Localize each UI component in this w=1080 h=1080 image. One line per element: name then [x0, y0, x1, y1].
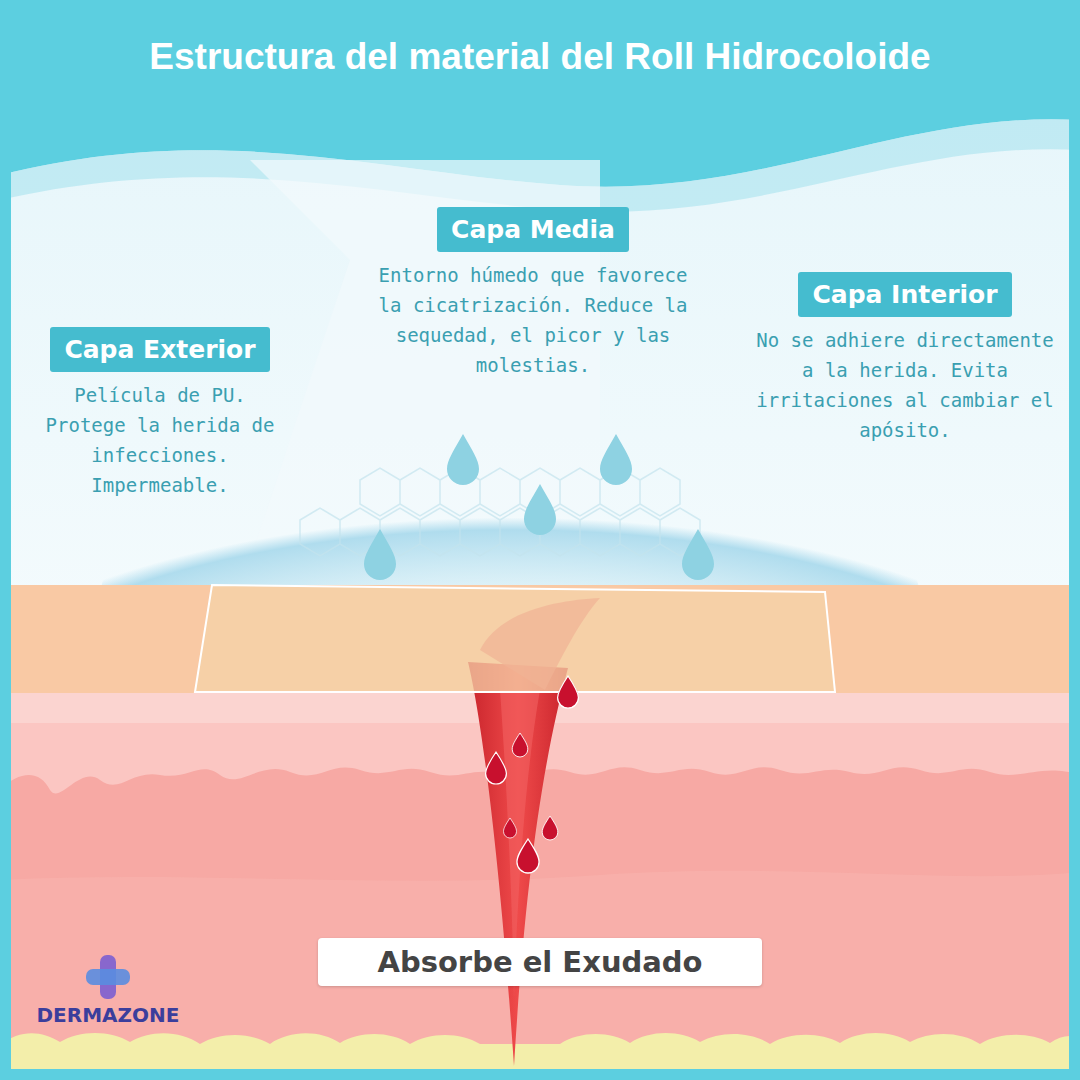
epidermis	[0, 585, 1080, 693]
layer-callout: Capa ExteriorPelícula de PU. Protege la …	[35, 327, 285, 500]
layer-heading: Capa Interior	[798, 272, 1011, 317]
layer-description: Entorno húmedo que favorece la cicatriza…	[368, 260, 698, 380]
layer-callout: Capa MediaEntorno húmedo que favorece la…	[368, 207, 698, 380]
layer-callout: Capa Interior No se adhiere directamente …	[750, 272, 1060, 445]
title: Estructura del material del Roll Hidroco…	[0, 36, 1080, 78]
hydrocolloid-dressing	[195, 585, 835, 692]
layer-description: Película de PU. Protege la herida de inf…	[35, 380, 285, 500]
logo-cross	[86, 955, 130, 999]
dermis	[0, 767, 1080, 1080]
moisture-drops	[364, 434, 714, 580]
box-label: Absorbe el Exudado	[377, 945, 702, 979]
brand-logo-text: DERMAZONE	[37, 1003, 180, 1027]
label-box: Absorbe el Exudado	[318, 938, 762, 986]
deep-dermis	[0, 871, 1080, 1080]
hexagon-pattern	[300, 468, 700, 556]
layer-heading: Capa Media	[437, 207, 629, 252]
layer-description: No se adhiere directamente a la herida. …	[750, 325, 1060, 445]
wound-cut	[468, 662, 568, 1066]
blood-drops	[486, 676, 579, 873]
layer-heading: Capa Exterior	[50, 327, 269, 372]
